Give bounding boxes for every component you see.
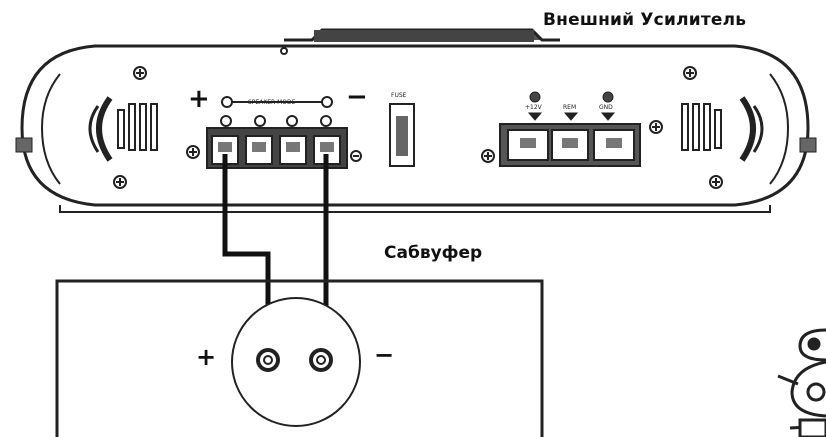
sub-plus-sign: +	[196, 343, 217, 371]
amp-plus-sign: +	[188, 84, 210, 114]
subwoofer-label: Сабвуфер	[384, 243, 483, 263]
right-heatsink-icon	[681, 96, 764, 162]
power-terminal-block	[499, 91, 641, 167]
ground-label: GND	[599, 104, 613, 111]
subwoofer-speaker-icon	[231, 297, 361, 427]
subwoofer	[55, 279, 544, 437]
power-12v-label: +12V	[525, 104, 542, 111]
amplifier-label: Внешний Усилитель	[543, 10, 747, 30]
sub-minus-sign: −	[374, 341, 395, 369]
fuse-icon	[389, 103, 415, 167]
left-heatsink-icon	[88, 96, 158, 162]
remote-label: REM	[563, 104, 577, 111]
amp-minus-sign: −	[346, 82, 368, 112]
speaker-mode-label: SPEAKER MODE	[248, 99, 296, 106]
screw-icons	[113, 47, 723, 189]
mascot-icon	[777, 328, 826, 437]
fuse-label: FUSE	[391, 92, 407, 99]
